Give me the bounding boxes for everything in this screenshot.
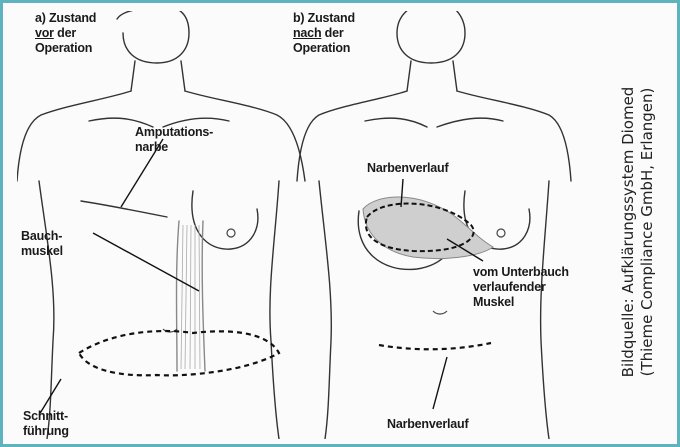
label-abdominal-muscle: Bauch- muskel — [21, 229, 63, 259]
label-lower-abdominal-muscle: vom Unterbauch verlaufender Muskel — [473, 265, 569, 310]
label-scar-course-bottom: Narbenverlauf — [387, 417, 468, 432]
torso-after-illustration — [293, 11, 583, 439]
credit-line-1: Bildquelle: Aufklärungssystem Diomed — [619, 87, 638, 378]
label-scar-course-top: Narbenverlauf — [367, 161, 448, 176]
credit-line-2: (Thieme Compliance GmbH, Erlangen) — [638, 87, 657, 378]
label-amputation-scar: Amputations- narbe — [135, 125, 213, 155]
image-credit: Bildquelle: Aufklärungssystem Diomed (Th… — [603, 37, 673, 427]
torso-before-illustration — [17, 11, 307, 439]
label-incision: Schnitt- führung — [23, 409, 69, 439]
